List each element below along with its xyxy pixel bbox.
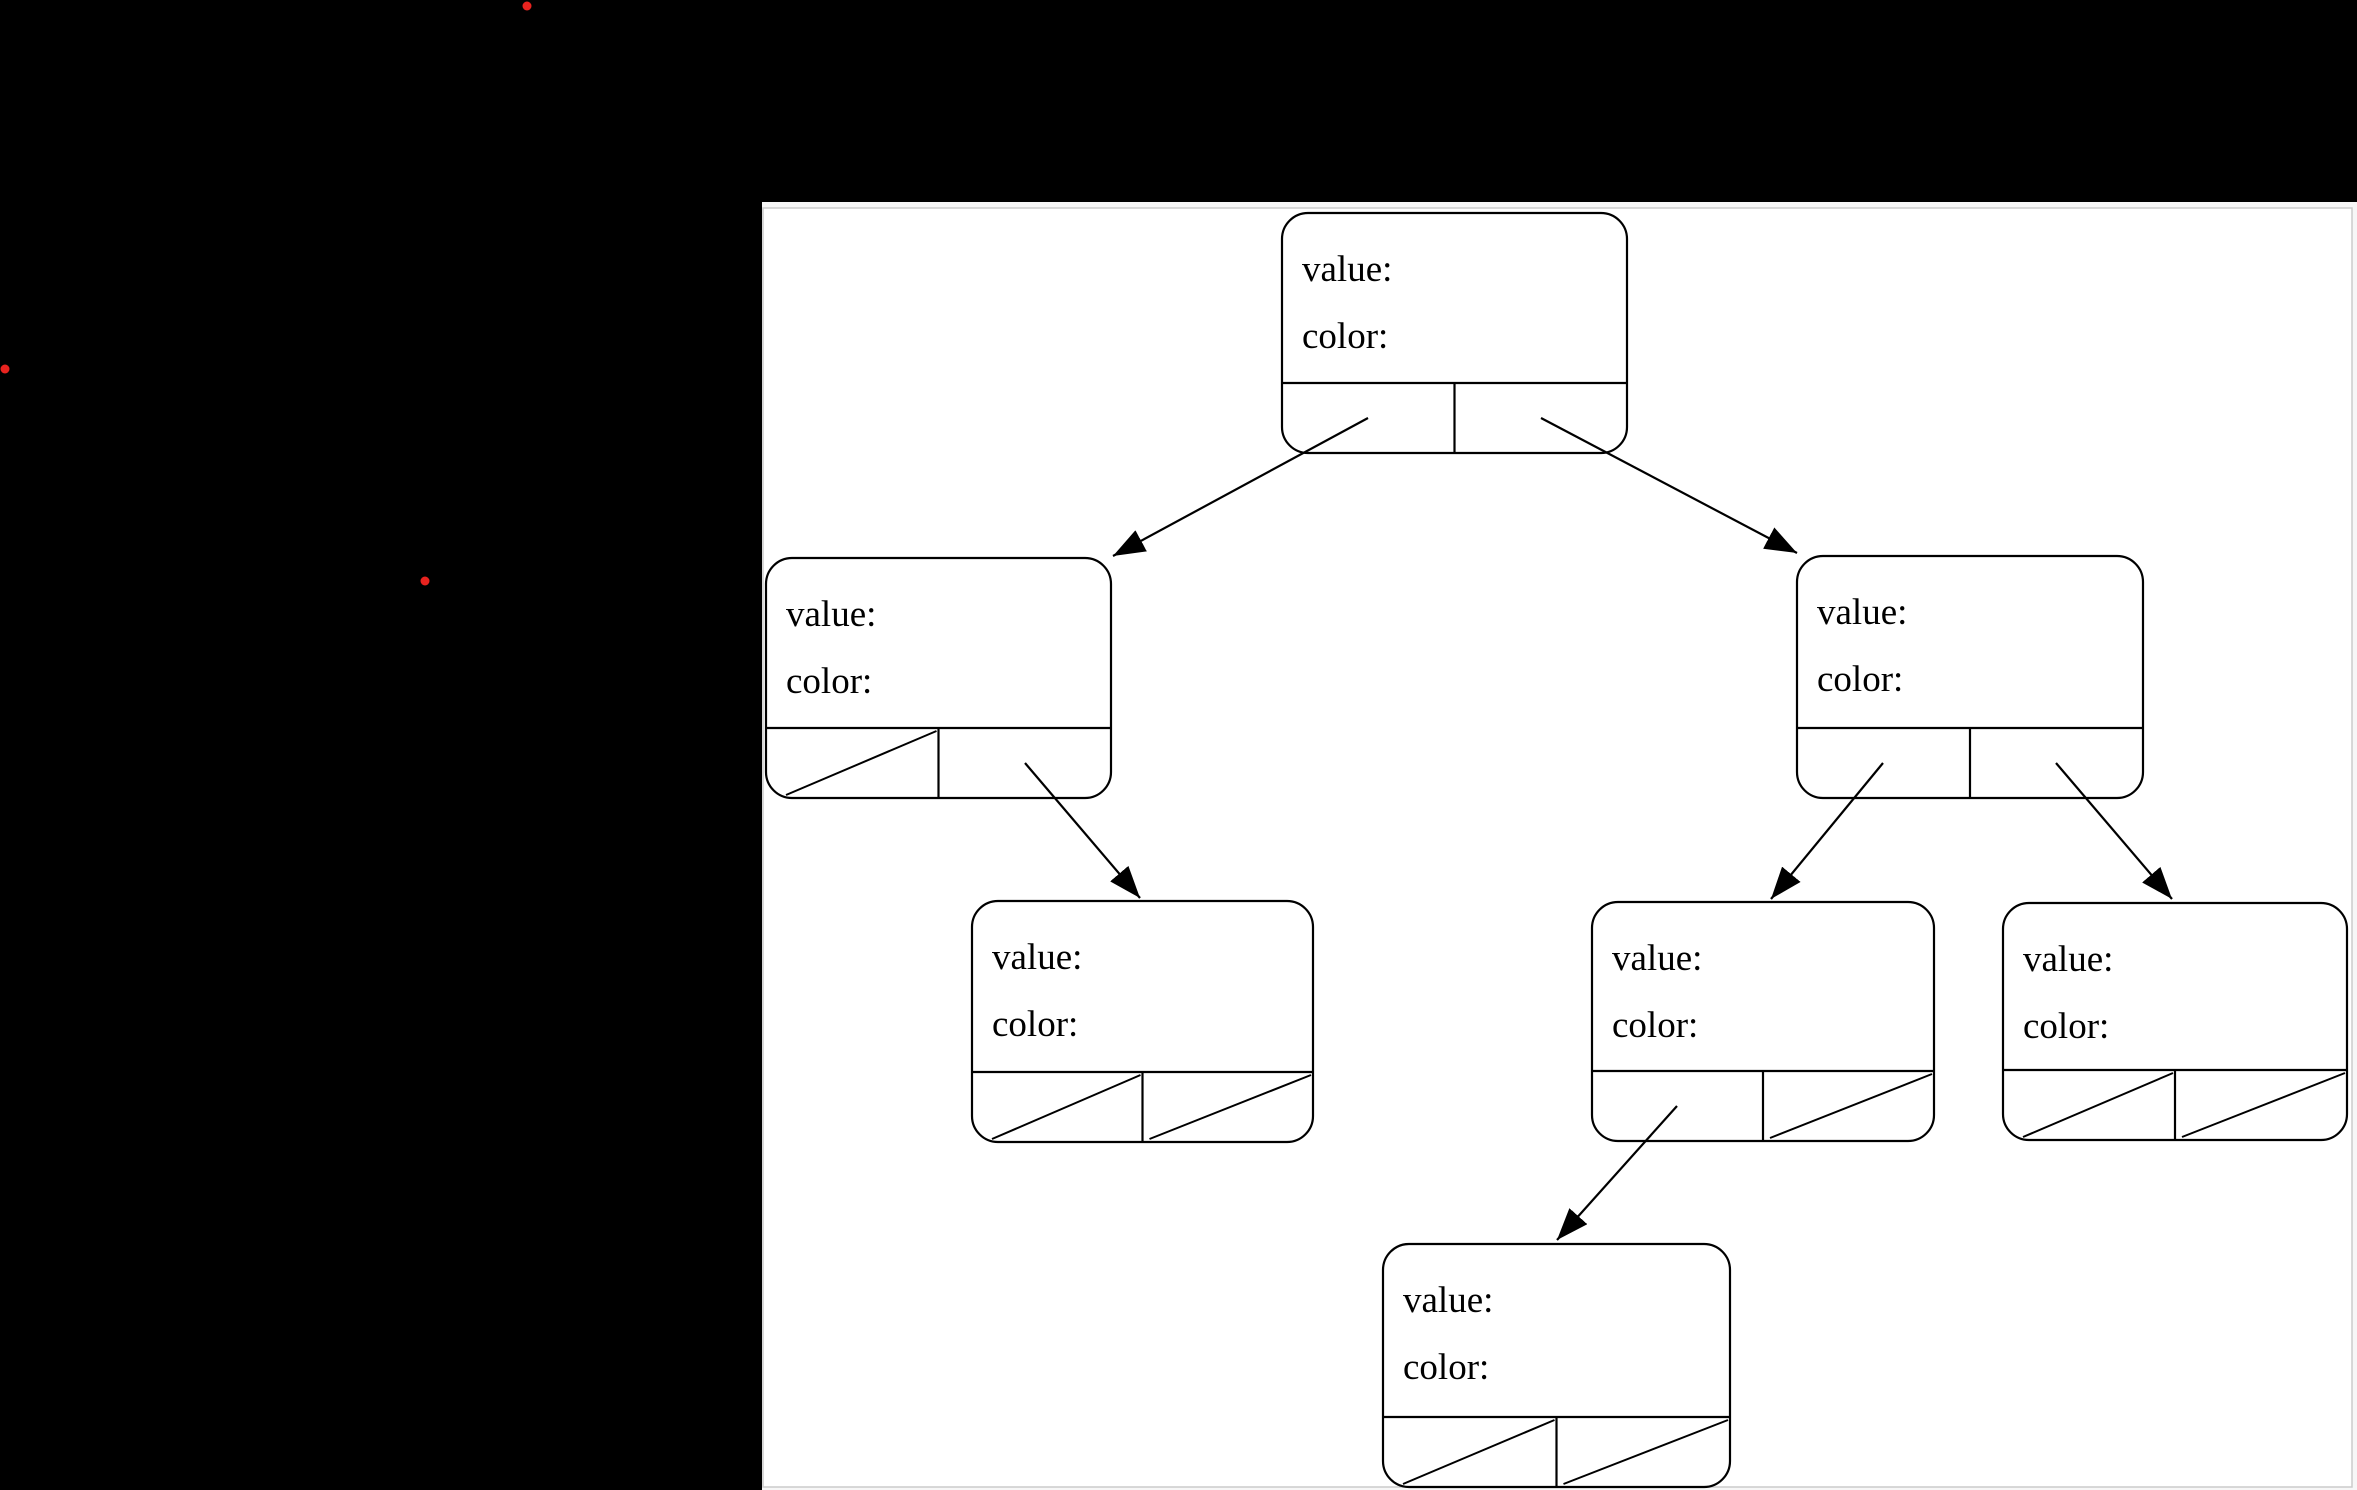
node-color-label: color:: [1612, 1005, 1698, 1046]
left-null-slash: [1402, 1419, 1555, 1485]
node-value-label: value:: [1302, 249, 1392, 290]
right-null-slash: [2181, 1072, 2346, 1138]
node-color-label: color:: [1403, 1347, 1489, 1388]
node-color-label: color:: [992, 1004, 1078, 1045]
red-annotation-dot-2: [0, 364, 10, 374]
right-null-slash: [1769, 1073, 1933, 1139]
node-value-label: value:: [1817, 592, 1907, 633]
node-value-label: value:: [786, 594, 876, 635]
tree-node-bottom-node: value: color:: [1381, 1242, 1732, 1489]
edge-root-left-to-left-child: [1112, 417, 1369, 557]
node-value-label: value:: [2023, 939, 2113, 980]
left-null-slash: [2022, 1072, 2174, 1138]
node-value-label: value:: [992, 937, 1082, 978]
node-value-label: value:: [1612, 938, 1702, 979]
right-null-slash: [1563, 1419, 1729, 1485]
tree-node-left-right-grandchild: value: color:: [970, 899, 1315, 1144]
tree-node-left-child: value: color:: [764, 556, 1113, 800]
tree-node-root: value: color:: [1280, 211, 1629, 455]
edge-left-child-right-to-left-right-grandchild: [1024, 762, 1141, 899]
node-color-label: color:: [786, 661, 872, 702]
node-color-label: color:: [1817, 659, 1903, 700]
red-annotation-dot-1: [522, 1, 532, 11]
node-color-label: color:: [2023, 1006, 2109, 1047]
tree-node-right-left-grandchild: value: color:: [1590, 900, 1936, 1143]
edge-right-left-grandchild-left-to-bottom-node: [1556, 1105, 1678, 1241]
edge-right-child-left-to-right-left-grandchild: [1770, 762, 1884, 900]
left-null-slash: [991, 1074, 1141, 1140]
edge-root-right-to-right-child: [1540, 417, 1798, 554]
tree-node-right-right-grandchild: value: color:: [2001, 901, 2349, 1142]
edge-right-child-right-to-right-right-grandchild: [2055, 762, 2173, 900]
node-value-label: value:: [1403, 1280, 1493, 1321]
tree-node-right-child: value: color:: [1795, 554, 2145, 800]
right-null-slash: [1149, 1074, 1312, 1140]
node-color-label: color:: [1302, 316, 1388, 357]
red-annotation-dot-3: [420, 576, 430, 586]
left-null-slash: [785, 730, 937, 796]
